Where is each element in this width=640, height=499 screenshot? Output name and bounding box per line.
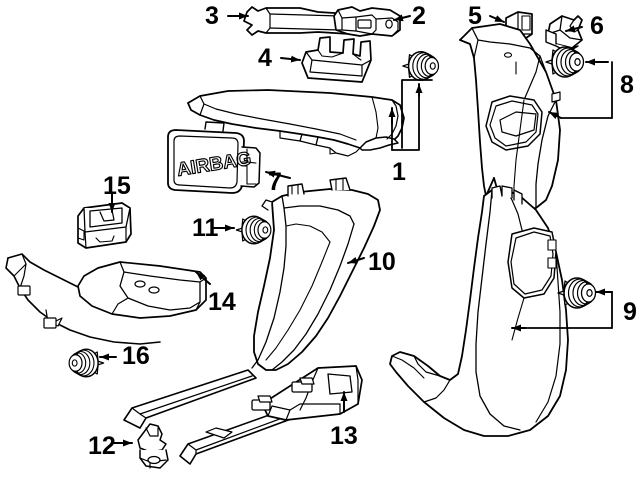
- leader-4: [280, 55, 301, 63]
- callout-number-13: 13: [330, 422, 358, 450]
- callout-number-9: 9: [623, 298, 637, 326]
- part-15-shape: [77, 202, 132, 249]
- part-16-clip: [68, 348, 105, 378]
- leader-6: [565, 25, 583, 33]
- callout-number-2: 2: [412, 2, 426, 30]
- part-14-shape: [5, 253, 207, 345]
- leader-14: [195, 271, 211, 285]
- quarter-trim-panel-shape: [459, 23, 561, 211]
- part-10-shape: [251, 177, 381, 371]
- callout-number-11: 11: [192, 214, 219, 242]
- part-13-shape: [123, 365, 363, 465]
- callout-number-14: 14: [208, 288, 236, 316]
- callout-number-4: 4: [258, 44, 272, 72]
- callout-number-6: 6: [590, 12, 604, 40]
- callout-number-1: 1: [392, 158, 406, 186]
- part-12-clip: [137, 423, 169, 469]
- callout-number-15: 15: [103, 172, 131, 200]
- part-8-clip: [545, 46, 585, 78]
- callout-number-7: 7: [268, 168, 282, 196]
- callout-number-12: 12: [88, 432, 116, 460]
- part-4-shape: [301, 36, 372, 83]
- leader-10: [347, 256, 365, 264]
- callout-number-5: 5: [468, 2, 482, 30]
- part-1-shape: [187, 89, 405, 157]
- callout-number-8: 8: [620, 71, 634, 99]
- leader-1-bracket: [401, 79, 433, 149]
- leader-5: [489, 15, 505, 23]
- leader-2: [393, 14, 411, 22]
- part-2-shape: [333, 6, 401, 37]
- part-7-shape: [167, 121, 261, 194]
- callout-number-10: 10: [368, 248, 396, 276]
- leader-8-panel: [548, 111, 562, 120]
- part-1-clip: [402, 50, 440, 82]
- callout-number-16: 16: [122, 342, 150, 370]
- part-11-clip: [235, 215, 272, 245]
- b-pillar-lower-trim-shape: [389, 185, 569, 437]
- leader-7: [265, 170, 291, 179]
- leader-1-join: [391, 95, 420, 151]
- callout-number-3: 3: [205, 2, 219, 30]
